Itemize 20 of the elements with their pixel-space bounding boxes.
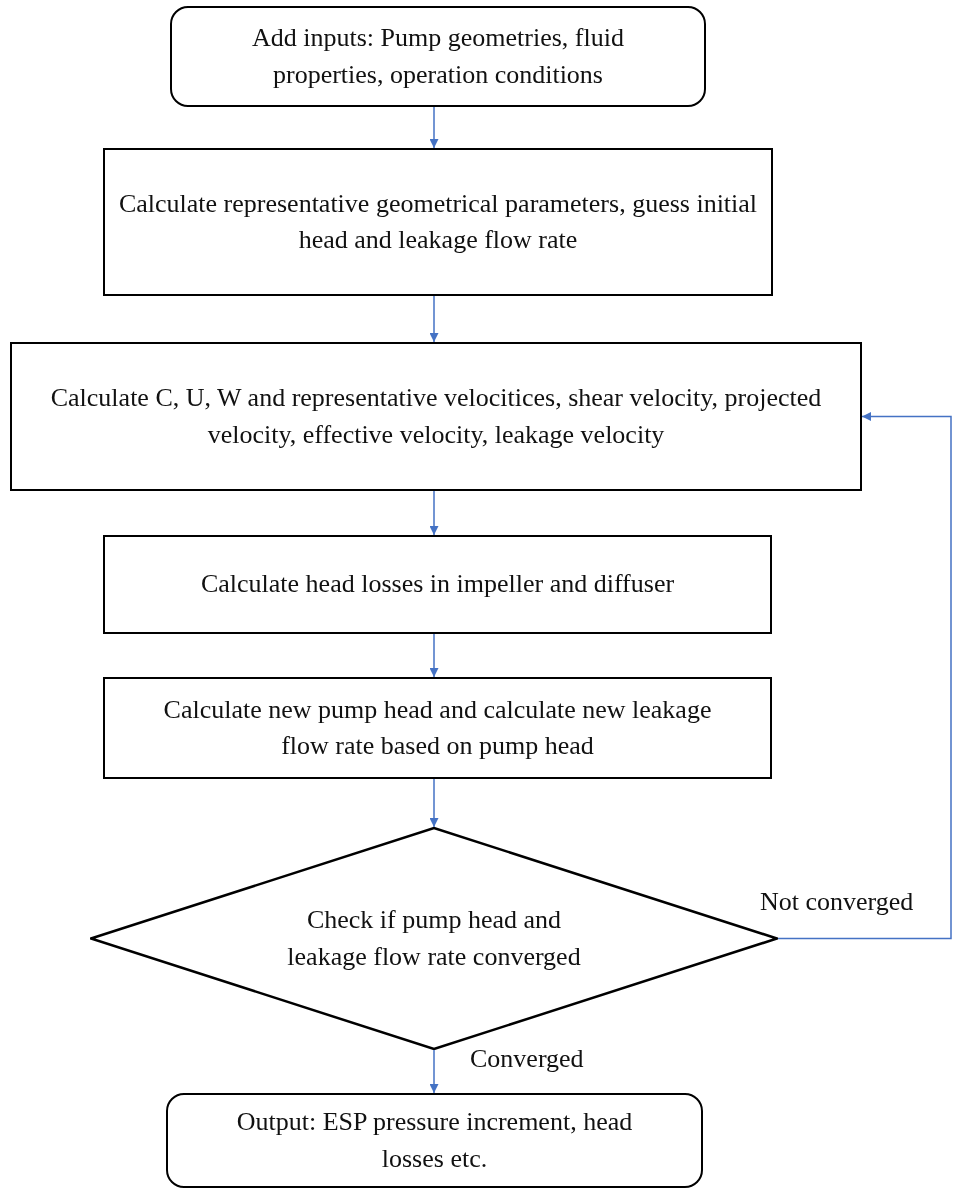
terminal-box xyxy=(170,6,706,107)
arrow xyxy=(429,633,439,678)
terminal-box xyxy=(166,1093,703,1188)
process-box xyxy=(103,148,773,296)
process-box xyxy=(103,535,772,634)
arrow xyxy=(429,106,439,149)
arrow xyxy=(429,295,439,343)
arrow xyxy=(429,1049,439,1094)
process-box xyxy=(10,342,862,491)
arrow xyxy=(429,778,439,828)
step-text: Calculate C, U, W and representative velocitices, shear velocity, projected velocity, effective velocity, leakage velocity xyxy=(49,382,823,451)
step-text: Output: ESP pressure increment, head losses etc. xyxy=(235,1106,634,1175)
step-text: Calculate representative geometrical parameters, guess initial head and leakage flow rate xyxy=(117,187,759,256)
step-text: Calculate head losses in impeller and diffuser xyxy=(199,568,676,601)
step-text: Calculate new pump head and calculate new leakage flow rate based on pump head xyxy=(162,693,713,762)
step-text: Check if pump head and leakage flow rate converged xyxy=(286,904,582,973)
process-box xyxy=(103,677,772,779)
step-text: Add inputs: Pump geometries, fluid properties, operation conditions xyxy=(251,22,625,91)
arrow xyxy=(429,490,439,536)
arrow xyxy=(777,412,952,940)
